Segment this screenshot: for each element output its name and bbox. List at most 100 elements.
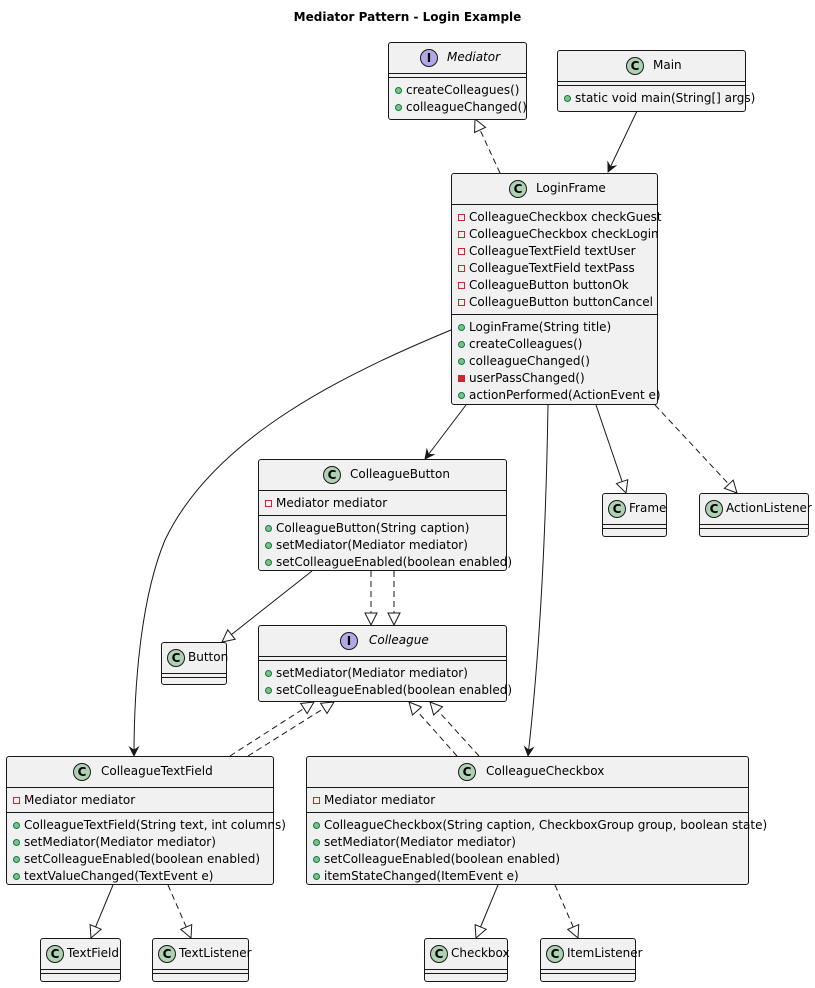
public-visibility-icon: [13, 873, 20, 880]
methods-section: createColleagues() colleagueChanged(): [389, 77, 527, 119]
class-name: Main: [653, 58, 682, 72]
item-listener-class[interactable]: C ItemListener: [540, 938, 643, 982]
public-visibility-icon: [265, 542, 272, 549]
colleague-interface[interactable]: I Colleague setMediator(Mediator mediato…: [258, 625, 512, 702]
fields-section: Mediator mediator: [259, 490, 506, 515]
class-name: TextListener: [179, 946, 252, 960]
colleague-button-class[interactable]: C ColleagueButton Mediator mediator Coll…: [258, 459, 512, 571]
class-name: Colleague: [369, 633, 429, 647]
class-icon: C: [458, 763, 476, 781]
method: setColleagueEnabled(boolean enabled): [259, 682, 512, 699]
mediator-interface[interactable]: I Mediator createColleagues() colleagueC…: [388, 42, 527, 120]
private-visibility-icon: [458, 375, 465, 382]
class-name: TextField: [67, 946, 119, 960]
method: LoginFrame(String title): [452, 319, 657, 336]
fields-section: [41, 969, 120, 973]
frame-class[interactable]: C Frame: [602, 493, 667, 537]
private-visibility-icon: [13, 797, 20, 804]
class-name: Mediator: [447, 50, 501, 64]
edge-login-frame-to-colleague-button: [424, 404, 467, 460]
method: setMediator(Mediator mediator): [307, 834, 748, 851]
edge-login-frame-realizes-mediator: [475, 119, 501, 174]
method: setMediator(Mediator mediator): [259, 537, 506, 554]
method: colleagueChanged(): [452, 353, 657, 370]
class-name: ColleagueCheckbox: [486, 764, 605, 778]
action-listener-class[interactable]: C ActionListener: [699, 493, 812, 537]
edge-colleague-checkbox-realizes-colleague-b: [430, 702, 480, 757]
interface-icon: I: [420, 49, 438, 67]
login-frame-class[interactable]: C LoginFrame ColleagueCheckbox checkGues…: [451, 173, 662, 405]
edge-colleague-button-extends-button: [222, 570, 313, 642]
class-name: Checkbox: [451, 946, 510, 960]
fields-section: Mediator mediator: [307, 787, 748, 812]
public-visibility-icon: [458, 392, 465, 399]
field: ColleagueCheckbox checkLogin: [452, 226, 659, 243]
methods-section: [541, 973, 635, 977]
method: textValueChanged(TextEvent e): [7, 868, 273, 885]
private-visibility-icon: [458, 248, 465, 255]
field: ColleagueButton buttonOk: [452, 277, 657, 294]
class-icon: C: [73, 763, 91, 781]
class-icon: C: [46, 945, 64, 963]
method: setMediator(Mediator mediator): [259, 665, 506, 682]
interface-icon: I: [340, 632, 358, 650]
methods-section: [41, 973, 120, 977]
fields-section: [259, 656, 506, 660]
class-icon: C: [430, 945, 448, 963]
edge-colleague-text-field-realizes-colleague-a: [229, 702, 314, 757]
edge-login-frame-to-colleague-text-field: [128, 329, 452, 757]
fields-section: [425, 969, 507, 973]
text-listener-class[interactable]: C TextListener: [152, 938, 252, 982]
button-class[interactable]: C Button: [161, 642, 228, 685]
public-visibility-icon: [265, 687, 272, 694]
method: ColleagueButton(String caption): [259, 520, 506, 537]
public-visibility-icon: [313, 839, 320, 846]
edge-colleague-text-field-realizes-colleague-b: [247, 702, 334, 757]
method: createColleagues(): [389, 82, 526, 99]
field: ColleagueTextField textUser: [452, 243, 657, 260]
public-visibility-icon: [265, 525, 272, 532]
edge-colleague-checkbox-realizes-colleague-a: [409, 702, 458, 757]
public-visibility-icon: [458, 341, 465, 348]
methods-section: [425, 973, 507, 977]
method: setColleagueEnabled(boolean enabled): [7, 851, 273, 868]
public-visibility-icon: [265, 670, 272, 677]
main-class[interactable]: C Main static void main(String[] args): [557, 50, 755, 112]
public-visibility-icon: [564, 95, 571, 102]
edge-colleague-checkbox-realizes-item-listener: [554, 884, 578, 938]
method: colleagueChanged(): [389, 99, 527, 116]
class-icon: C: [509, 180, 527, 198]
colleague-checkbox-class[interactable]: C ColleagueCheckbox Mediator mediator Co…: [306, 756, 767, 885]
fields-section: ColleagueCheckbox checkGuest ColleagueCh…: [452, 204, 662, 314]
edge-colleague-text-field-realizes-text-listener: [167, 884, 191, 938]
methods-section: [153, 973, 248, 977]
public-visibility-icon: [13, 839, 20, 846]
fields-section: [389, 73, 526, 77]
text-field-class[interactable]: C TextField: [40, 938, 121, 982]
class-icon: C: [608, 500, 626, 518]
method: userPassChanged(): [452, 370, 657, 387]
method: ColleagueTextField(String text, int colu…: [7, 817, 286, 834]
field: Mediator mediator: [307, 792, 748, 809]
class-icon: C: [546, 945, 564, 963]
fields-section: Mediator mediator: [7, 787, 273, 812]
checkbox-class[interactable]: C Checkbox: [424, 938, 510, 982]
method: ColleagueCheckbox(String caption, Checkb…: [307, 817, 767, 834]
edge-colleague-text-field-extends-text-field: [91, 884, 114, 938]
edge-login-frame-extends-frame: [595, 404, 626, 493]
private-visibility-icon: [458, 214, 465, 221]
private-visibility-icon: [458, 282, 465, 289]
colleague-text-field-class[interactable]: C ColleagueTextField Mediator mediator C…: [6, 756, 286, 885]
public-visibility-icon: [265, 559, 272, 566]
edge-login-frame-realizes-action-listener: [654, 404, 737, 493]
methods-section: [700, 528, 808, 532]
fields-section: [558, 81, 745, 85]
method: setColleagueEnabled(boolean enabled): [259, 554, 512, 571]
private-visibility-icon: [458, 265, 465, 272]
class-name: ActionListener: [726, 501, 812, 515]
private-visibility-icon: [313, 797, 320, 804]
class-name: ColleagueButton: [350, 467, 450, 481]
fields-section: [541, 969, 635, 973]
field: ColleagueCheckbox checkGuest: [452, 209, 662, 226]
